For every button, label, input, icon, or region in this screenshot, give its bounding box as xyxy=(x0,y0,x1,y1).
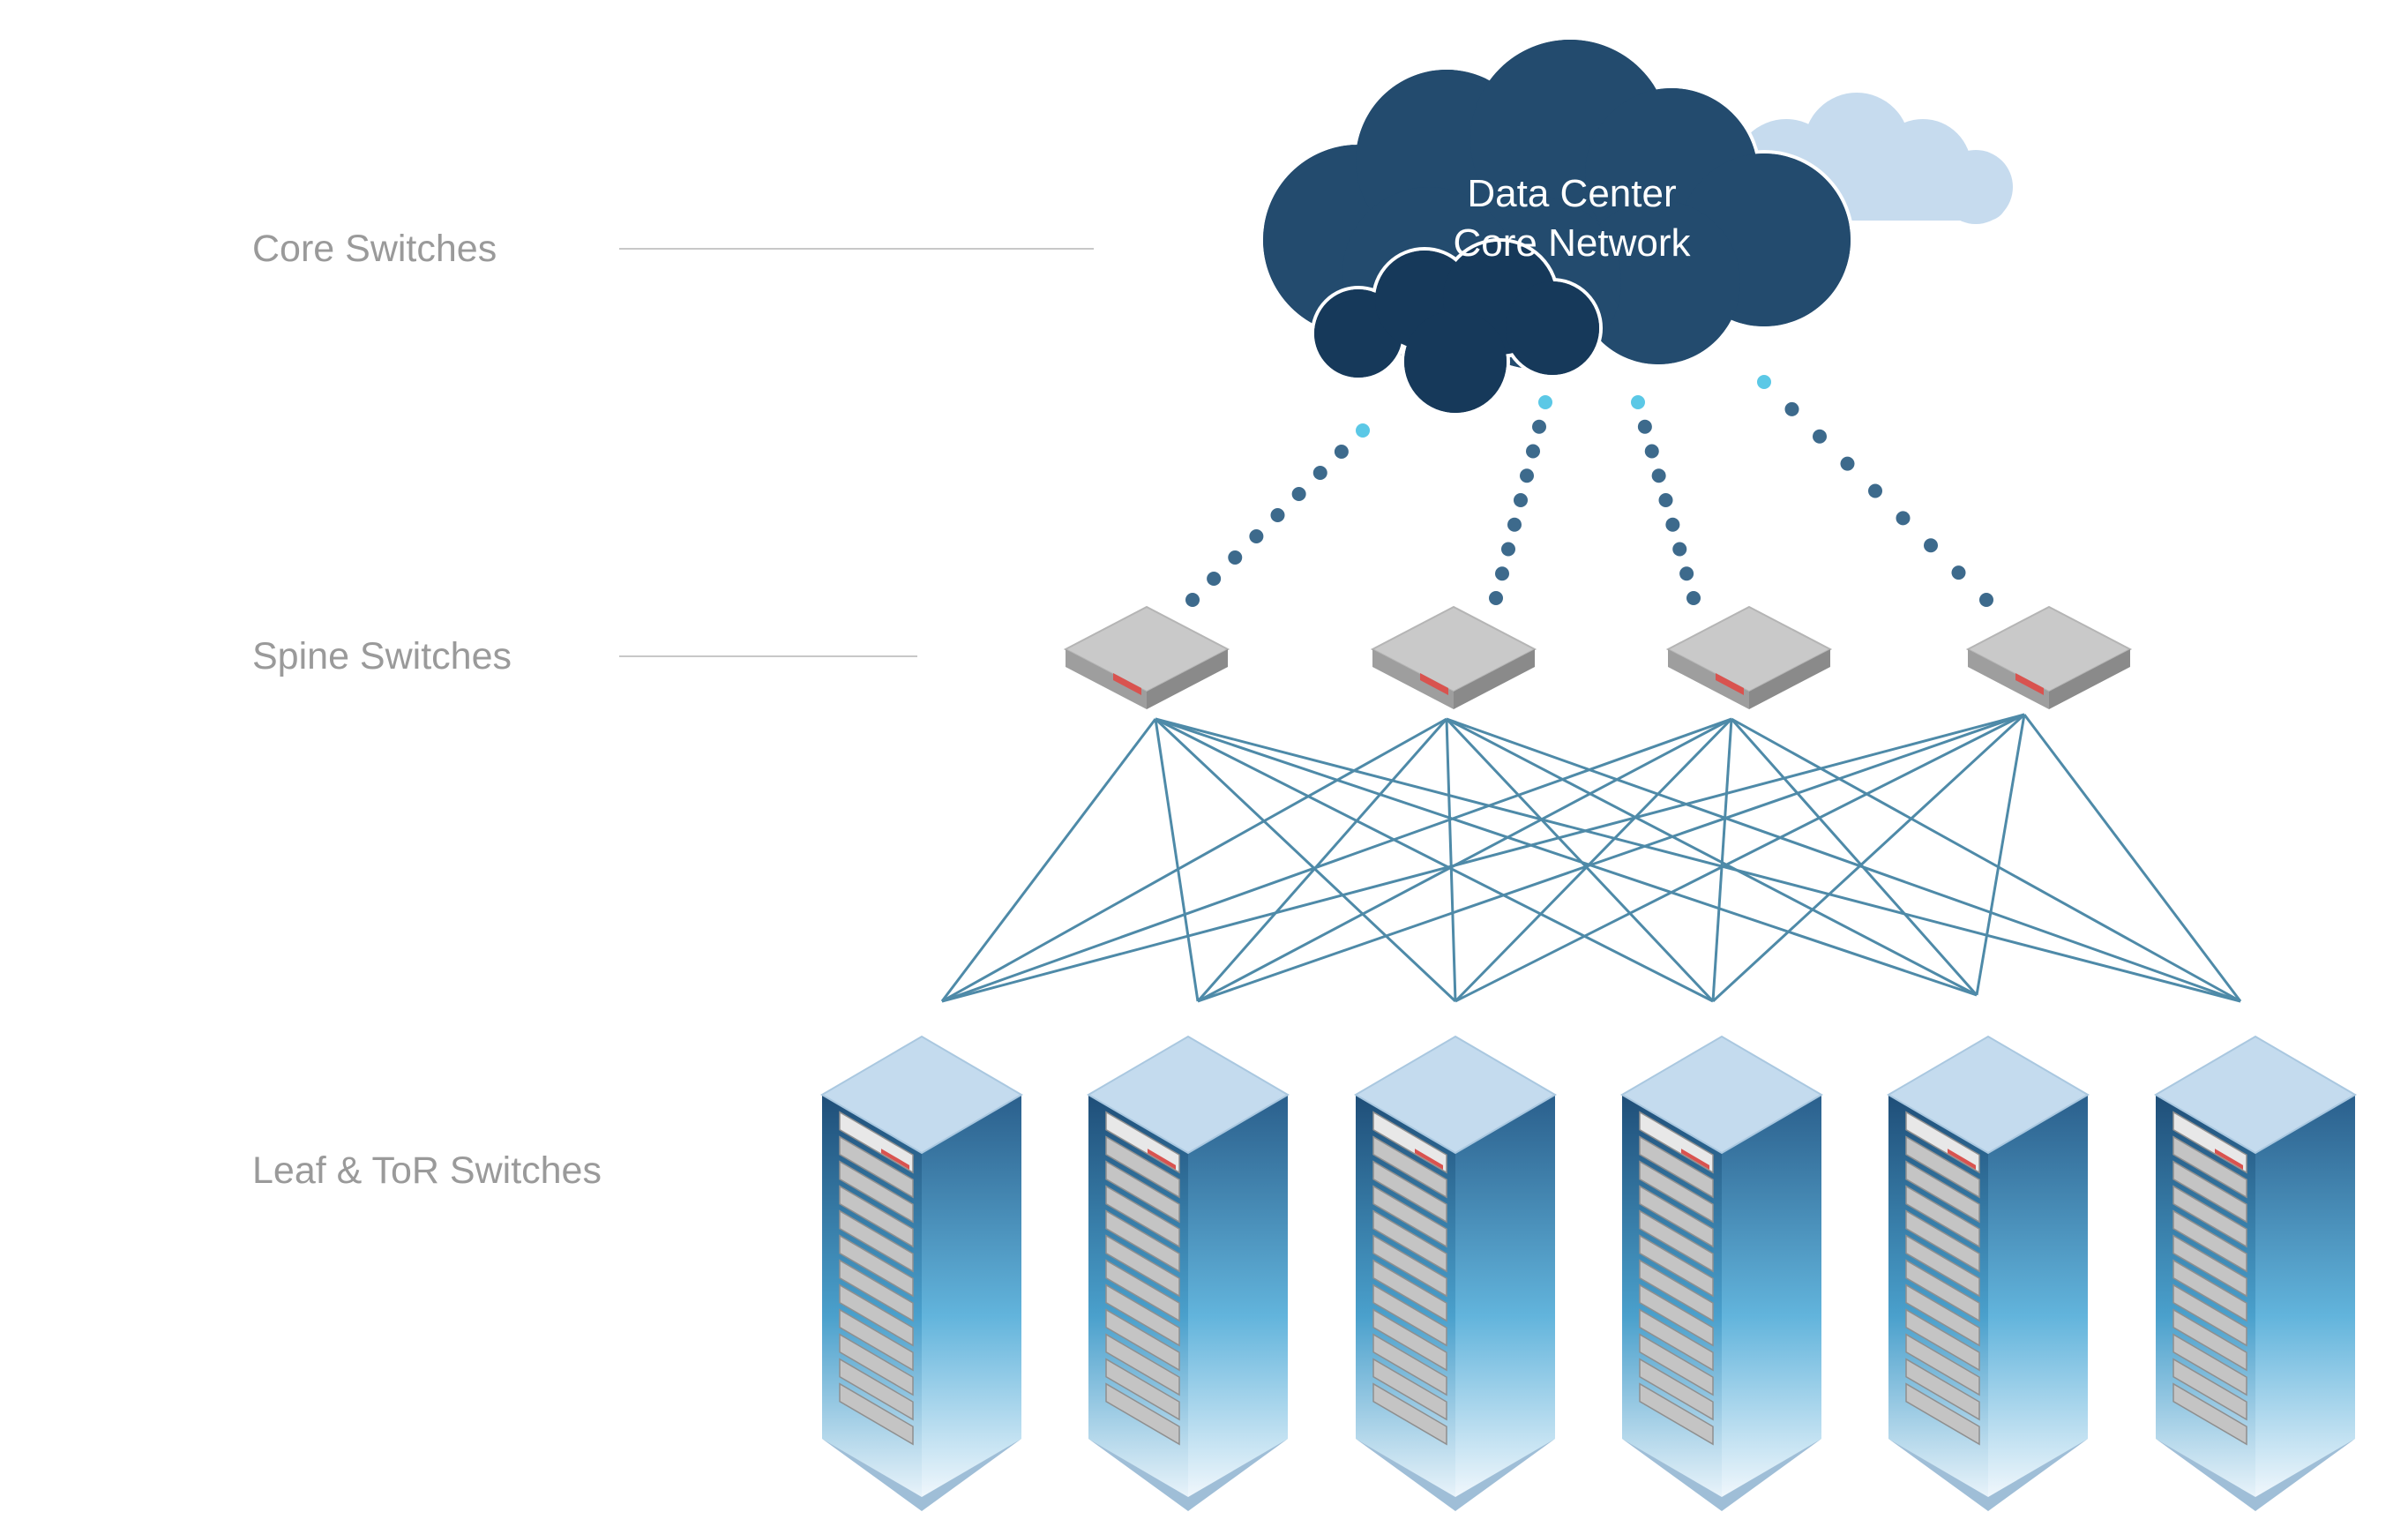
leaf-rack-2 xyxy=(1087,1035,1290,1511)
mesh-link-3-1 xyxy=(941,717,1732,1003)
mesh-link-1-4 xyxy=(1155,717,1714,1003)
mesh-link-4-5 xyxy=(1975,714,2026,996)
mesh-link-2-4 xyxy=(1445,717,1715,1003)
cloud-title-line2: Core Network xyxy=(1454,221,1692,265)
core-link-3 xyxy=(1631,395,1701,605)
leaf-rack-4 xyxy=(1620,1035,1823,1511)
spine-switch-3 xyxy=(1665,605,1833,709)
core-switches-label: Core Switches xyxy=(252,228,497,270)
mesh-link-3-2 xyxy=(1197,717,1732,1003)
mesh-link-2-6 xyxy=(1446,717,2241,1003)
mesh-link-3-6 xyxy=(1731,717,2241,1003)
core-link-2 xyxy=(1489,395,1552,605)
core-link-4 xyxy=(1757,375,1993,607)
mesh-link-1-1 xyxy=(940,718,1157,1002)
spine-switches-label: Spine Switches xyxy=(252,635,512,677)
mesh-link-2-1 xyxy=(941,717,1447,1003)
mesh-link-4-3 xyxy=(1455,713,2025,1003)
mesh-link-2-5 xyxy=(1446,717,1978,997)
spine-switches xyxy=(1063,605,2133,709)
mesh-link-2-2 xyxy=(1196,718,1448,1002)
mesh-link-3-3 xyxy=(1454,717,1733,1003)
mesh-link-3-4 xyxy=(1711,718,1733,1002)
leaf-rack-1 xyxy=(820,1035,1023,1511)
cloud-icon: Data Center Core Network xyxy=(1260,36,2013,416)
spine-switch-1 xyxy=(1063,605,1230,709)
leaf-rack-3 xyxy=(1354,1035,1557,1511)
spine-switch-4 xyxy=(1965,605,2133,709)
spine-leaf-mesh xyxy=(940,713,2242,1003)
mesh-link-4-1 xyxy=(941,713,2025,1003)
core-to-spine-links xyxy=(1185,375,1993,607)
core-link-1 xyxy=(1185,423,1370,607)
mesh-link-4-2 xyxy=(1197,713,2025,1003)
leaf-rack-5 xyxy=(1887,1035,2090,1511)
mesh-link-4-6 xyxy=(2023,714,2242,1002)
mesh-link-1-5 xyxy=(1155,717,1978,997)
leaf-tor-switches-label: Leaf & ToR Switches xyxy=(252,1149,602,1192)
mesh-link-4-4 xyxy=(1711,713,2026,1003)
mesh-link-1-2 xyxy=(1154,718,1200,1002)
leaf-rack-6 xyxy=(2154,1035,2357,1511)
mesh-link-1-6 xyxy=(1155,717,2241,1003)
mesh-link-2-3 xyxy=(1445,718,1457,1002)
mesh-link-1-3 xyxy=(1154,717,1457,1003)
tier-labels: Core Switches Spine Switches Leaf & ToR … xyxy=(252,228,1094,1192)
spine-switch-2 xyxy=(1370,605,1537,709)
cloud-title-line1: Data Center xyxy=(1467,172,1676,215)
leaf-racks xyxy=(820,1035,2357,1511)
mesh-link-3-5 xyxy=(1730,718,1978,996)
